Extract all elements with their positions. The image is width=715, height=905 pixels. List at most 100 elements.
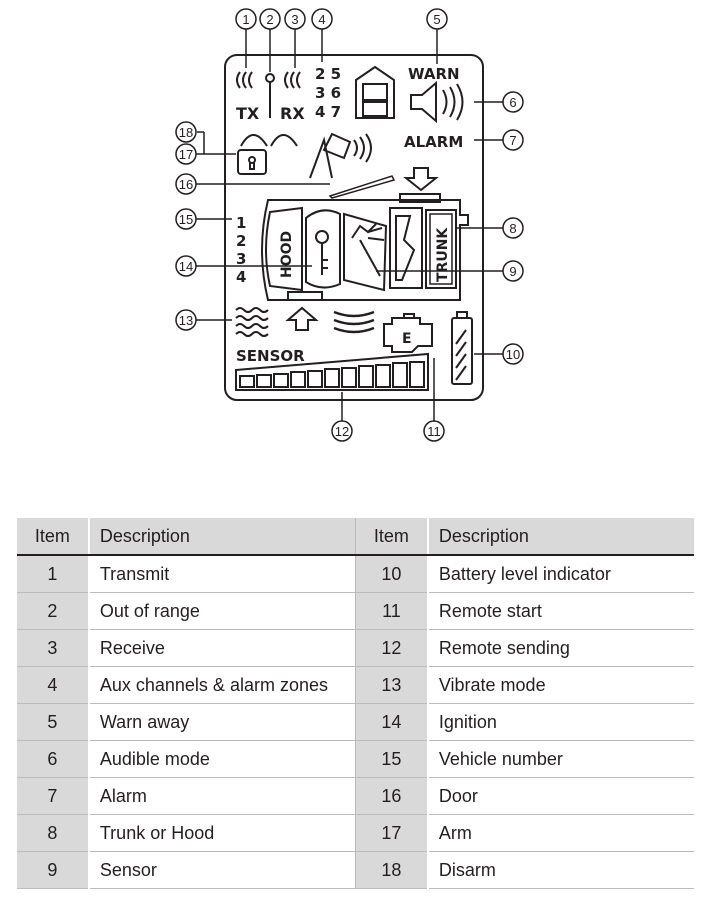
alarm-label: ALARM [404, 133, 463, 151]
item-description: Trunk or Hood [88, 814, 356, 852]
receive-icon [284, 71, 301, 89]
table-row: 2 Out of range 11 Remote start [17, 592, 694, 630]
table-row: 1 Transmit 10 Battery level indicator [17, 554, 694, 593]
header-item-a: Item [17, 518, 90, 556]
svg-text:8: 8 [509, 221, 516, 236]
callout-3: 3 [284, 8, 306, 30]
vehicle-number-3: 3 [236, 250, 246, 268]
header-description-b: Description [427, 518, 694, 556]
door-glass-icon [389, 207, 423, 289]
arm-lock-icon [237, 134, 298, 175]
item-number: 13 [354, 666, 429, 704]
item-description: Vehicle number [427, 740, 694, 778]
callout-6: 6 [502, 91, 524, 113]
legend-table: Item Description Item Description 1 Tran… [17, 518, 694, 889]
item-number: 3 [17, 629, 90, 667]
remote-sending-icon [309, 132, 372, 179]
vehicle-number-4: 4 [236, 268, 246, 286]
callout-7: 7 [502, 129, 524, 151]
svg-text:11: 11 [427, 424, 441, 439]
table-row: 6 Audible mode 15 Vehicle number [17, 740, 694, 778]
rx-label: RX [280, 104, 305, 123]
callout-16: 16 [175, 173, 197, 195]
callout-18: 18 [175, 121, 197, 143]
svg-text:5: 5 [433, 12, 440, 27]
callout-11: 11 [423, 420, 445, 442]
callouts: 1 2 3 4 5 6 7 8 9 10 11 12 13 14 15 16 1… [175, 8, 524, 442]
item-number: 8 [17, 814, 90, 852]
header-item-b: Item [354, 518, 429, 556]
signal-arcs-icon [333, 310, 375, 334]
item-description: Audible mode [88, 740, 356, 778]
table-row: 9 Sensor 18 Disarm [17, 851, 694, 889]
item-number: 4 [17, 666, 90, 704]
item-number: 6 [17, 740, 90, 778]
hood-label: HOOD [279, 231, 295, 278]
warn-label: WARN [408, 65, 460, 83]
item-description: Battery level indicator [427, 554, 694, 593]
svg-text:13: 13 [179, 313, 193, 328]
header-description-a: Description [88, 518, 356, 556]
door-stripe-icon [328, 175, 396, 199]
item-number: 9 [17, 851, 90, 889]
garage-icon [355, 65, 395, 119]
item-number: 12 [354, 629, 429, 667]
item-description: Sensor [88, 851, 356, 889]
table-row: 5 Warn away 14 Ignition [17, 703, 694, 741]
table-row: 7 Alarm 16 Door [17, 777, 694, 815]
trunk-label: TRUNK [435, 227, 451, 282]
sensor-label: SENSOR [236, 347, 305, 365]
zone-row-1: 2 5 [315, 65, 341, 83]
down-arrow-icon [403, 167, 439, 192]
item-number: 18 [354, 851, 429, 889]
up-arrow-icon [285, 306, 319, 331]
item-number: 5 [17, 703, 90, 741]
svg-text:18: 18 [179, 125, 193, 140]
callout-1: 1 [235, 8, 257, 30]
callout-15: 15 [175, 208, 197, 230]
item-number: 11 [354, 592, 429, 630]
vehicle-number-1: 1 [236, 214, 246, 232]
item-description: Remote sending [427, 629, 694, 667]
zone-row-2: 3 6 [315, 84, 341, 102]
zone-row-3: 4 7 [315, 103, 341, 121]
svg-text:6: 6 [509, 95, 516, 110]
item-number: 17 [354, 814, 429, 852]
tx-label: TX [236, 104, 260, 123]
svg-text:4: 4 [318, 12, 325, 27]
callout-14: 14 [175, 255, 197, 277]
callout-8: 8 [502, 217, 524, 239]
trunk-panel-icon: TRUNK [425, 209, 457, 289]
svg-text:12: 12 [335, 424, 349, 439]
item-description: Ignition [427, 703, 694, 741]
item-description: Alarm [88, 777, 356, 815]
callout-10: 10 [502, 343, 524, 365]
callout-13: 13 [175, 309, 197, 331]
car-outline-icon [261, 193, 469, 301]
item-number: 10 [354, 554, 429, 593]
engine-icon [383, 313, 433, 353]
callout-9: 9 [502, 260, 524, 282]
item-number: 1 [17, 554, 90, 593]
svg-text:16: 16 [179, 177, 193, 192]
item-number: 7 [17, 777, 90, 815]
transmit-icon [236, 71, 253, 89]
svg-text:14: 14 [179, 259, 193, 274]
table-row: 4 Aux channels & alarm zones 13 Vibrate … [17, 666, 694, 704]
item-description: Disarm [427, 851, 694, 889]
item-number: 14 [354, 703, 429, 741]
callout-2: 2 [259, 8, 281, 30]
svg-text:3: 3 [291, 12, 298, 27]
item-description: Vibrate mode [427, 666, 694, 704]
item-description: Receive [88, 629, 356, 667]
antenna-icon [265, 73, 275, 118]
table-row: 8 Trunk or Hood 17 Arm [17, 814, 694, 852]
speaker-icon [410, 80, 464, 124]
svg-text:17: 17 [179, 147, 193, 162]
item-number: 16 [354, 777, 429, 815]
callout-5: 5 [426, 8, 448, 30]
item-description: Warn away [88, 703, 356, 741]
callout-4: 4 [311, 8, 333, 30]
engine-letter: E [402, 331, 412, 347]
item-description: Remote start [427, 592, 694, 630]
